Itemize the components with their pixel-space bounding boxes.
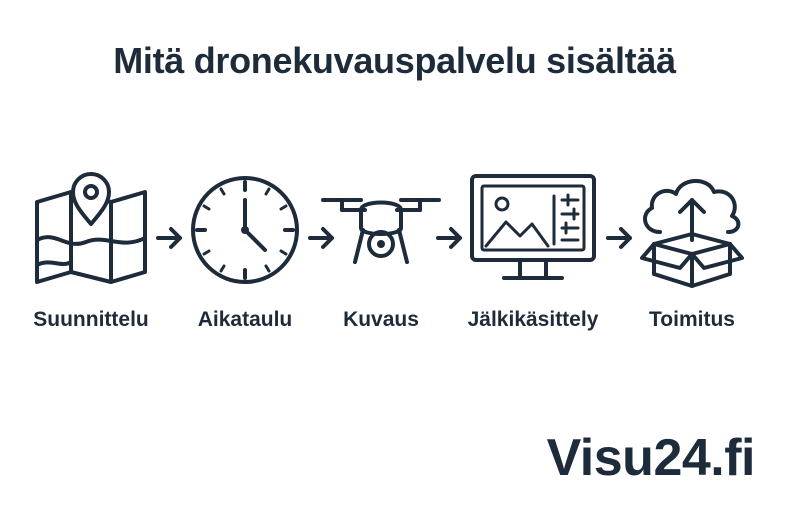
step-label: Jälkikäsittely: [467, 308, 599, 331]
brand-logo-text: Visu24.fi: [546, 429, 756, 487]
arrow-right-icon: [436, 227, 462, 249]
monitor-editing-icon: [470, 174, 596, 280]
page-title: Mitä dronekuvauspalvelu sisältää: [113, 40, 676, 81]
drone-icon: [321, 198, 441, 264]
step-schedule: Aikataulu: [175, 170, 315, 332]
step-shooting: Kuvaus: [311, 170, 451, 332]
arrow-right-icon: [606, 227, 632, 249]
arrow-right-icon: [156, 227, 182, 249]
step-label: Kuvaus: [343, 308, 419, 331]
step-label: Toimitus: [649, 308, 735, 331]
cloud-upload-box-icon: [640, 179, 744, 288]
clock-icon: [191, 176, 299, 284]
step-delivery: Toimitus: [622, 170, 762, 332]
step-label: Suunnittelu: [33, 308, 149, 331]
step-post-processing: Jälkikäsittely: [463, 170, 603, 332]
step-planning: Suunnittelu: [21, 170, 161, 332]
arrow-right-icon: [308, 227, 334, 249]
step-label: Aikataulu: [197, 308, 293, 331]
map-pin-icon: [35, 172, 147, 284]
